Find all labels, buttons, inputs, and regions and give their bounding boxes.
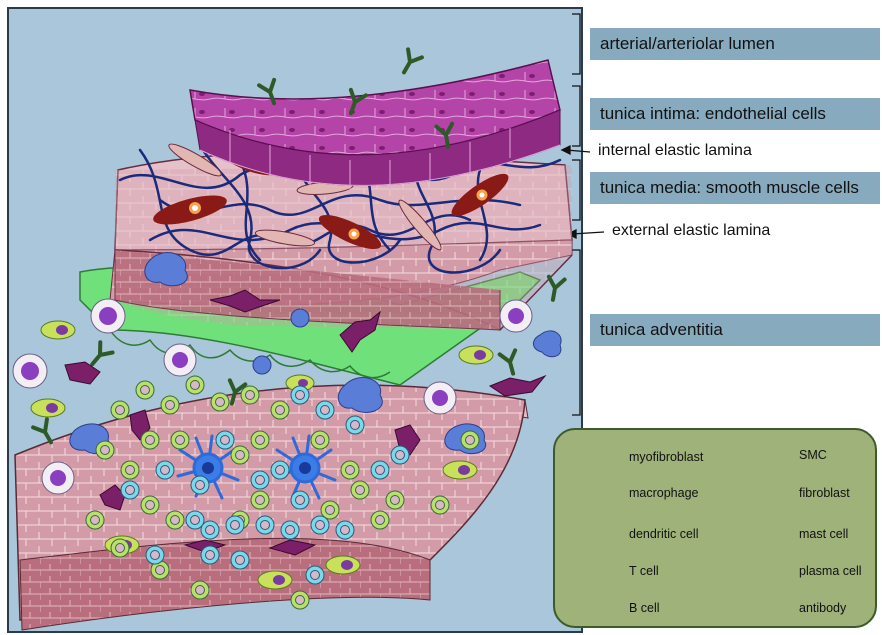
label-tunica-adventitia: tunica adventitia [590, 314, 880, 346]
legend-label: macrophage [629, 486, 699, 500]
legend-box: myofibroblast SMC macrophage fibroblast … [553, 428, 877, 628]
legend-label: plasma cell [799, 564, 862, 578]
legend-label: B cell [629, 601, 660, 615]
label-tunica-media: tunica media: smooth muscle cells [590, 172, 880, 204]
legend-antibody: antibody [799, 601, 846, 615]
legend-plasma-cell: plasma cell [799, 564, 862, 578]
legend-macrophage: macrophage [629, 486, 699, 500]
legend-dendritic-cell: dendritic cell [629, 527, 698, 541]
legend-smc: SMC [799, 448, 827, 462]
legend-label: myofibroblast [629, 450, 703, 464]
label-external-elastic-lamina: external elastic lamina [612, 222, 770, 240]
legend-label: mast cell [799, 527, 848, 541]
label-lumen: arterial/arteriolar lumen [590, 28, 880, 60]
label-internal-elastic-lamina: internal elastic lamina [598, 142, 752, 160]
legend-label: T cell [629, 564, 659, 578]
legend-label: antibody [799, 601, 846, 615]
legend-fibroblast: fibroblast [799, 486, 850, 500]
legend-b-cell: B cell [629, 601, 660, 615]
label-tunica-intima: tunica intima: endothelial cells [590, 98, 880, 130]
legend-t-cell: T cell [629, 564, 659, 578]
legend-label: SMC [799, 448, 827, 462]
legend-mast-cell: mast cell [799, 527, 848, 541]
legend-label: dendritic cell [629, 527, 698, 541]
legend-myofibroblast: myofibroblast [629, 450, 703, 464]
legend-label: fibroblast [799, 486, 850, 500]
